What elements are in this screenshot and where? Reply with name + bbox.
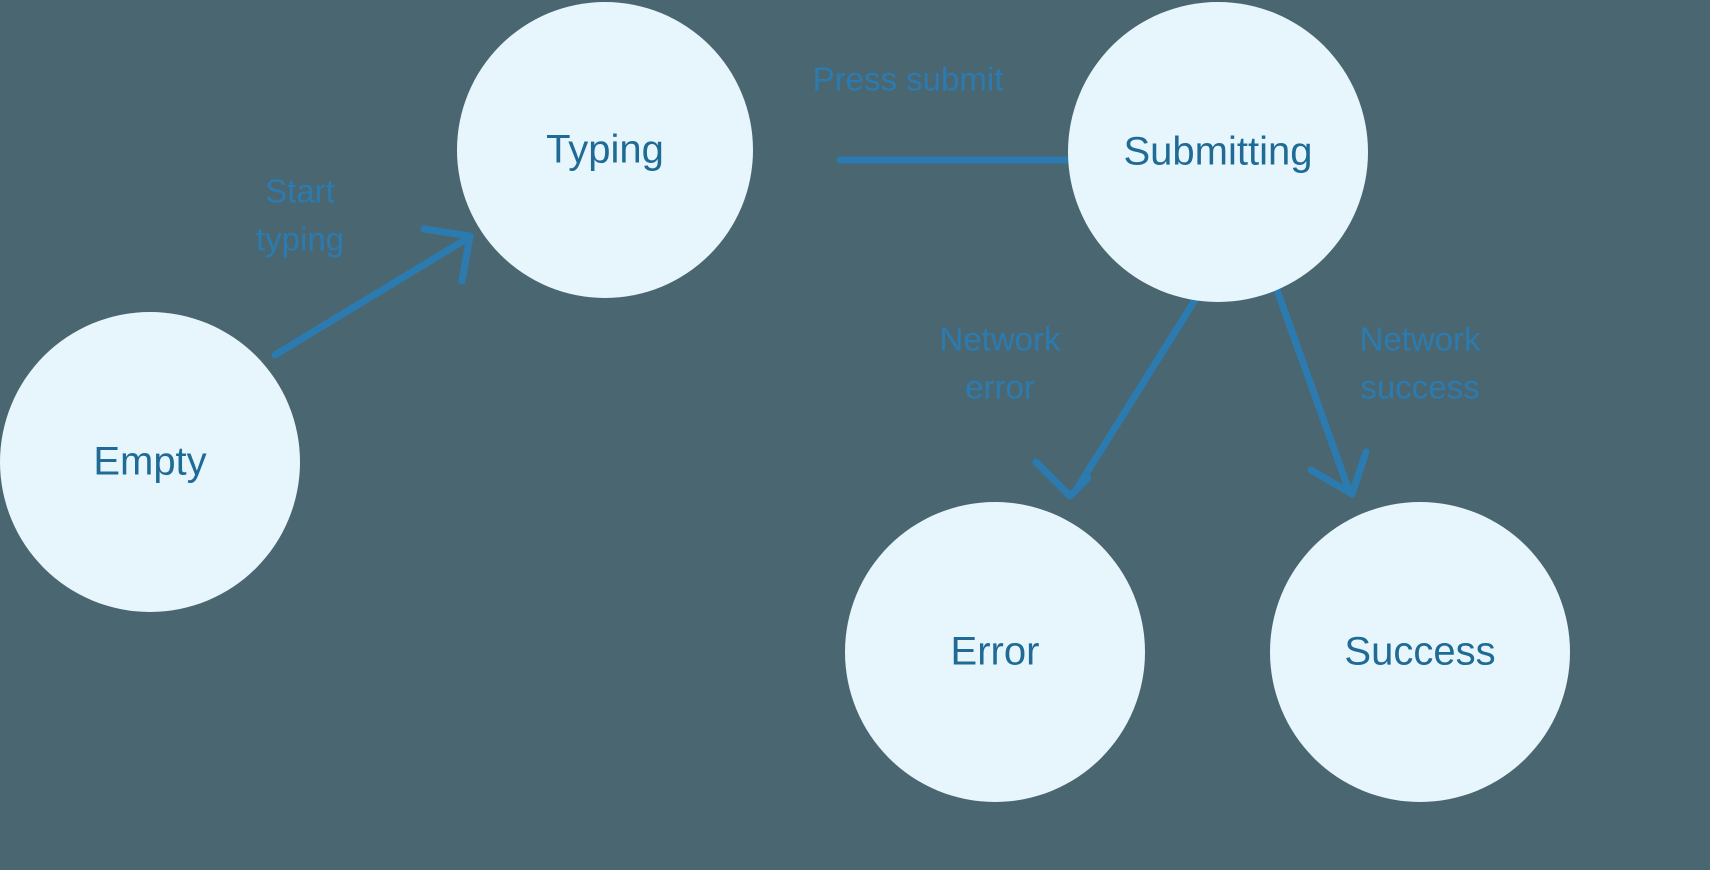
state-node-success[interactable]: Success	[1270, 502, 1570, 802]
state-node-empty-label: Empty	[93, 440, 206, 484]
state-node-success-label: Success	[1344, 630, 1495, 674]
edge-label-network-success-line2: success	[1360, 369, 1479, 406]
edge-empty-to-typing[interactable]	[271, 225, 474, 359]
state-node-submitting-label: Submitting	[1124, 130, 1313, 174]
edge-empty-to-typing-line	[271, 234, 472, 359]
state-node-success-circle	[1270, 502, 1570, 802]
state-node-empty-circle	[0, 312, 300, 612]
edge-label-network-error-line1: Network	[939, 321, 1061, 358]
edge-label-network-success-line1: Network	[1359, 321, 1481, 358]
edge-label-network-error-line2: error	[965, 369, 1035, 406]
state-node-submitting[interactable]: Submitting	[1068, 2, 1368, 302]
state-node-error[interactable]: Error	[845, 502, 1145, 802]
edge-submitting-to-error[interactable]	[1032, 296, 1199, 500]
edge-label-press-submit: Press submit	[813, 61, 1004, 98]
state-node-empty[interactable]: Empty	[0, 312, 300, 612]
edge-label-start-typing-line1: Start	[265, 173, 335, 210]
edge-submitting-to-error-line	[1072, 296, 1199, 494]
state-node-error-circle	[845, 502, 1145, 802]
edge-submitting-to-success-line	[1273, 286, 1352, 492]
state-node-error-label: Error	[951, 630, 1040, 674]
state-node-submitting-circle	[1068, 2, 1368, 302]
state-node-typing[interactable]: Typing	[457, 2, 753, 298]
edge-label-start-typing-line2: typing	[256, 221, 344, 258]
edge-empty-to-typing-arrowhead	[420, 225, 474, 285]
state-node-typing-label: Typing	[546, 128, 664, 172]
state-node-typing-circle	[457, 2, 753, 298]
edge-submitting-to-error-arrowhead	[1032, 458, 1092, 500]
edge-submitting-to-success-arrowhead	[1307, 448, 1370, 498]
edge-submitting-to-success[interactable]	[1273, 286, 1370, 498]
